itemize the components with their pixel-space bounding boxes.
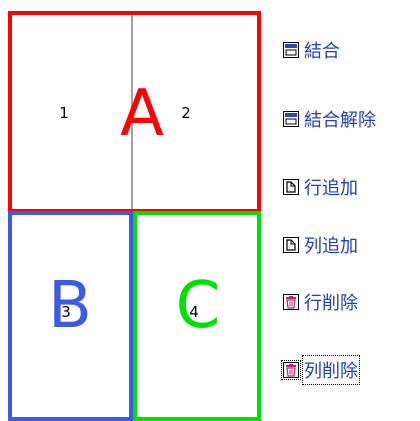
merge-label: 結合 <box>304 41 340 62</box>
delete-column-icon <box>281 360 301 380</box>
cell-number-3: 3 <box>61 303 71 321</box>
merge-cells-icon <box>283 42 299 58</box>
add-row-button[interactable]: 行追加 <box>283 175 358 199</box>
merge-button[interactable]: 結合 <box>283 38 340 62</box>
region-c-label: C <box>175 269 221 343</box>
unmerge-cells-icon <box>283 111 299 127</box>
add-row-label: 行追加 <box>304 178 358 199</box>
add-column-button[interactable]: 列追加 <box>283 233 358 257</box>
add-column-icon <box>283 237 299 253</box>
delete-column-label: 列削除 <box>302 355 360 385</box>
table-cell-4[interactable] <box>136 214 258 410</box>
delete-column-button[interactable]: 列削除 <box>281 355 360 385</box>
delete-row-button[interactable]: 行削除 <box>283 290 358 314</box>
table-cell-2[interactable] <box>133 14 258 210</box>
unmerge-button[interactable]: 結合解除 <box>283 107 376 131</box>
unmerge-label: 結合解除 <box>304 110 376 131</box>
cell-number-1: 1 <box>59 104 69 122</box>
delete-row-label: 行削除 <box>304 293 358 314</box>
table-cell-1[interactable] <box>10 14 132 210</box>
cell-number-4: 4 <box>189 303 199 321</box>
add-column-label: 列追加 <box>304 236 358 257</box>
add-row-icon <box>283 179 299 195</box>
region-a-label: A <box>120 77 164 151</box>
table-cell-3[interactable] <box>10 214 130 410</box>
region-b-label: B <box>48 269 92 343</box>
delete-row-icon <box>283 294 299 310</box>
cell-number-2: 2 <box>181 104 191 122</box>
cell-divider <box>131 14 133 210</box>
